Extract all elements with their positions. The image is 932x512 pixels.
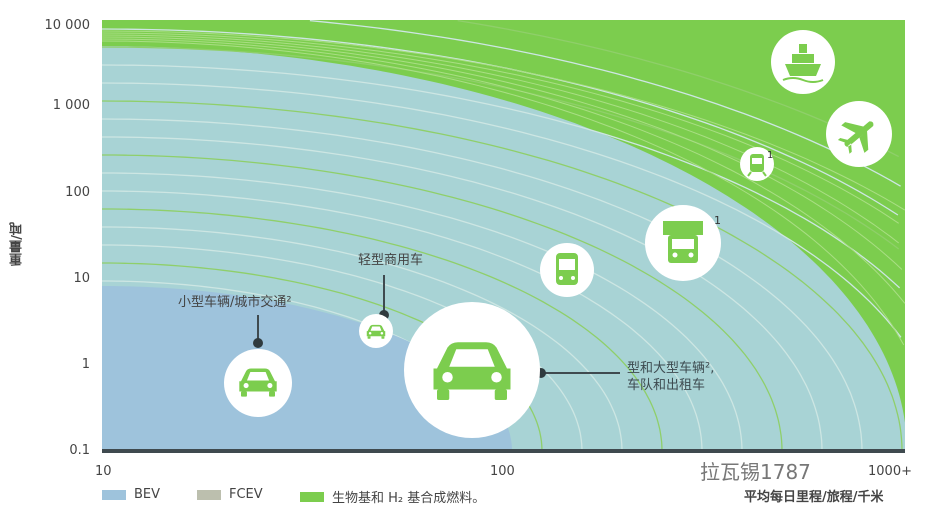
bus-icon: [556, 253, 578, 285]
ship-icon: [782, 44, 824, 83]
contour-line: [101, 34, 900, 244]
van-icon: [366, 324, 386, 339]
contour-line: [102, 244, 583, 452]
leader-dot: [253, 338, 263, 348]
legend-synthetic-fuel: 生物基和 H₂ 基合成燃料。: [300, 487, 485, 506]
car-icon: [433, 342, 511, 400]
label-fleets-taxis: 车队和出租车: [627, 378, 706, 393]
label-light-commercial: 轻型商用车: [358, 253, 424, 268]
contour-line: [101, 32, 899, 224]
x-tick: 100: [490, 464, 515, 479]
legend-fcev: FCEV: [197, 487, 263, 502]
contour-line: [101, 64, 901, 289]
contour-line: [101, 100, 903, 452]
truck-icon: [663, 221, 703, 263]
y-tick: 10: [73, 271, 90, 286]
contour-line: [309, 19, 901, 187]
y-tick: 1 000: [52, 98, 90, 113]
contour-line: [101, 82, 902, 338]
contour-line: [101, 46, 900, 250]
watermark: 拉瓦锡1787: [700, 460, 811, 484]
train-icon: [747, 154, 767, 177]
contour-line: [102, 226, 623, 452]
contour-line: [101, 38, 906, 304]
bev-region: [102, 286, 512, 451]
y-axis-label: 重量/吨: [10, 222, 25, 266]
contour-line: [101, 36, 903, 270]
contour-line: [101, 30, 906, 211]
plane-icon: [837, 121, 874, 154]
y-tick: 1: [81, 357, 90, 372]
x-tick: 10: [95, 464, 112, 479]
truck-footnote: 1: [714, 214, 721, 227]
y-tick: 100: [65, 185, 90, 200]
contour-line: [101, 40, 905, 346]
y-tick: 10 000: [44, 18, 91, 33]
train-footnote: 1: [767, 150, 774, 161]
y-tick: 0.1: [69, 443, 90, 458]
contour-line: [101, 118, 863, 452]
x-axis-label: 平均每日里程/旅程/千米: [744, 490, 884, 505]
contour-line: [102, 190, 703, 452]
contour-line: [102, 208, 663, 452]
label-small-vehicles: 小型车辆/城市交通²: [178, 295, 292, 310]
contour-line: [102, 136, 823, 452]
x-tick: 1000+: [868, 464, 912, 479]
label-large-vehicles: 型和大型车辆²,: [627, 361, 715, 376]
car-icon: [239, 368, 277, 397]
contour-line: [102, 154, 783, 452]
legend-bev: BEV: [102, 487, 160, 502]
